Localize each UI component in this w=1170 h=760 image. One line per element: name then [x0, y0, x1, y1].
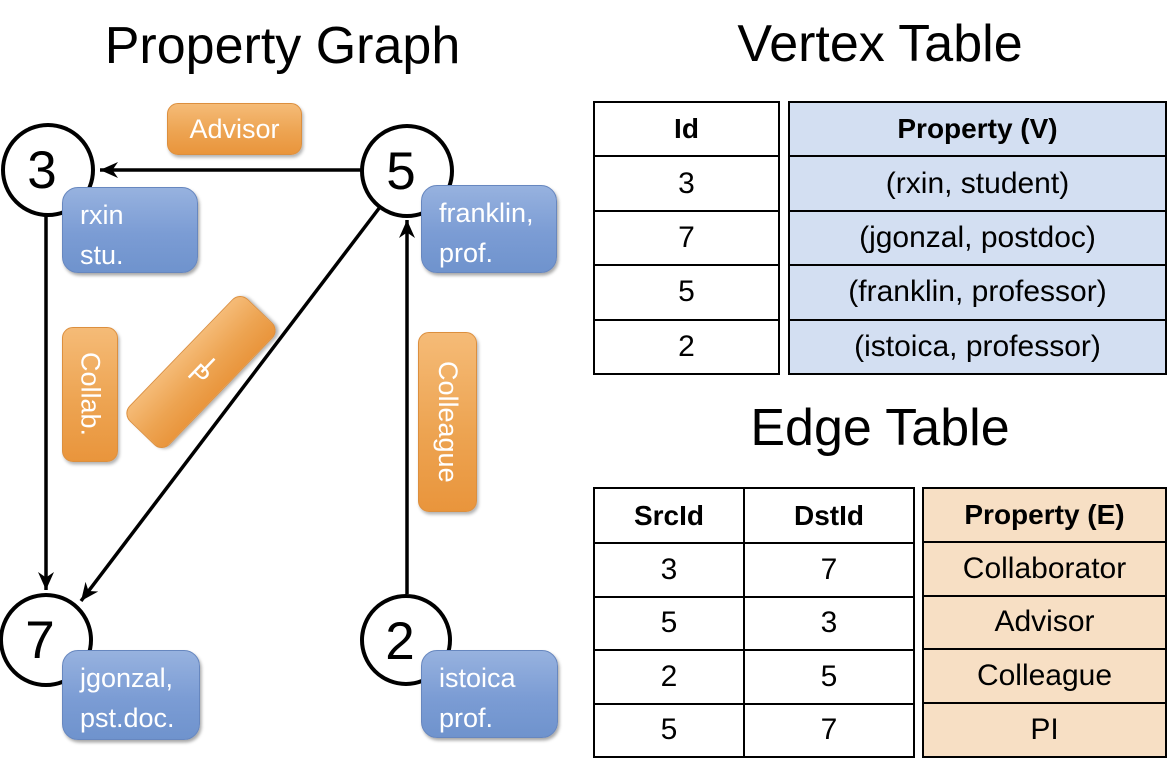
- vertex-id-cell: 2: [595, 318, 778, 373]
- edge-dst-cell: 7: [743, 542, 913, 596]
- vertex-table-id-header: Id: [674, 113, 699, 145]
- edge-label-text: Collab.: [75, 352, 106, 437]
- vertex-property-line: pst.doc.: [80, 703, 175, 733]
- edge-table-title: Edge Table: [750, 399, 1010, 457]
- vertex-property-line: stu.: [80, 240, 124, 270]
- property-graph-title: Property Graph: [104, 17, 461, 75]
- edge-table-id-columns: SrcId DstId 3 7 5 3 2 5 5 7: [593, 487, 915, 758]
- vertex-property-line: franklin,: [439, 198, 534, 228]
- edge-pi-5-to-7: [79, 205, 382, 603]
- vertex-table-property-header: Property (V): [897, 113, 1058, 145]
- edge-dst-cell: 5: [743, 649, 913, 703]
- edge-label-collab: Collab.: [62, 327, 118, 462]
- edge-table-dstid-header: DstId: [743, 489, 913, 543]
- vertex-property-box-rxin: rxin stu.: [62, 187, 198, 273]
- vertex-property-line: jgonzal,: [80, 663, 174, 693]
- vertex-table-title: Vertex Table: [737, 15, 1023, 73]
- edge-src-cell: 2: [595, 649, 743, 702]
- edge-table-property-column: Property (E) Collaborator Advisor Collea…: [922, 487, 1167, 758]
- vertex-table-property-column: Property (V) (rxin, student) (jgonzal, p…: [788, 101, 1167, 375]
- vertex-property-cell: (franklin, professor): [790, 264, 1165, 318]
- vertex-property-line: istoica: [439, 663, 516, 693]
- edge-table-srcid-header: SrcId: [633, 499, 705, 531]
- vertex-property-cell: (jgonzal, postdoc): [790, 209, 1165, 264]
- vertex-id-cell: 3: [595, 155, 778, 209]
- vertex-id-cell: 7: [595, 209, 778, 264]
- vertex-property-cell: (istoica, professor): [790, 318, 1165, 373]
- edge-src-cell: 5: [595, 702, 743, 756]
- edge-table-property-header: Property (E): [964, 498, 1125, 530]
- vertex-property-cell: (rxin, student): [790, 155, 1165, 209]
- edge-dst-cell: 3: [743, 595, 913, 650]
- vertex-property-box-istoica: istoica prof.: [421, 650, 558, 738]
- vertex-id-7: 7: [25, 610, 55, 670]
- vertex-id-cell: 5: [595, 264, 778, 318]
- edge-src-cell: 3: [595, 542, 743, 595]
- edge-property-cell: Advisor: [924, 594, 1165, 649]
- vertex-property-box-jgonzal: jgonzal, pst.doc.: [62, 650, 200, 740]
- vertex-table-id-column: Id 3 7 5 2: [593, 101, 780, 375]
- edge-src-cell: 5: [595, 595, 743, 649]
- vertex-property-line: prof.: [439, 703, 494, 733]
- vertex-id-5: 5: [386, 141, 416, 201]
- edge-label-colleague: Colleague: [418, 332, 477, 512]
- vertex-property-line: prof.: [439, 238, 494, 268]
- edge-dst-cell: 7: [743, 702, 913, 756]
- vertex-property-line: rxin: [80, 200, 124, 230]
- vertex-property-box-franklin: franklin, prof.: [421, 185, 557, 273]
- edge-label-text: Colleague: [433, 361, 463, 483]
- vertex-id-2: 2: [385, 611, 415, 671]
- vertex-id-3: 3: [27, 140, 57, 200]
- edge-property-cell: Colleague: [924, 648, 1165, 702]
- edge-property-cell: PI: [924, 702, 1165, 756]
- edge-property-cell: Collaborator: [924, 540, 1165, 595]
- edge-label-text: Advisor: [189, 113, 280, 144]
- edge-label-advisor: Advisor: [167, 103, 302, 155]
